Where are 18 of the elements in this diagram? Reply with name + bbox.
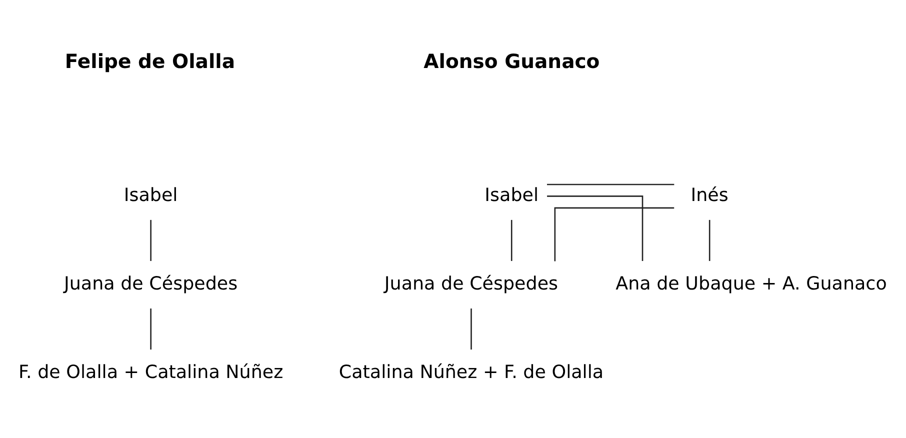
connector: [150, 220, 152, 261]
connector: [554, 207, 674, 262]
node-text: Catalina Núñez + F. de Olalla: [338, 362, 604, 384]
connector: [547, 184, 674, 186]
node-text: Isabel: [484, 185, 539, 206]
node-text: F. de Olalla + Catalina Núñez: [18, 362, 284, 384]
connector: [470, 308, 472, 350]
node-text: Ana de Ubaque + A. Guanaco: [616, 274, 887, 295]
node-text: Inés: [690, 185, 728, 206]
node-text: Isabel: [124, 185, 178, 206]
node-text: Juana de Céspedes: [64, 274, 238, 295]
connector: [510, 220, 512, 261]
connector: [150, 308, 152, 350]
node-text: Juana de Céspedes: [384, 274, 558, 295]
label: Alonso Guanaco: [424, 50, 600, 73]
label: Felipe de Olalla: [64, 50, 236, 73]
connector: [708, 220, 710, 261]
connector: [547, 196, 644, 262]
